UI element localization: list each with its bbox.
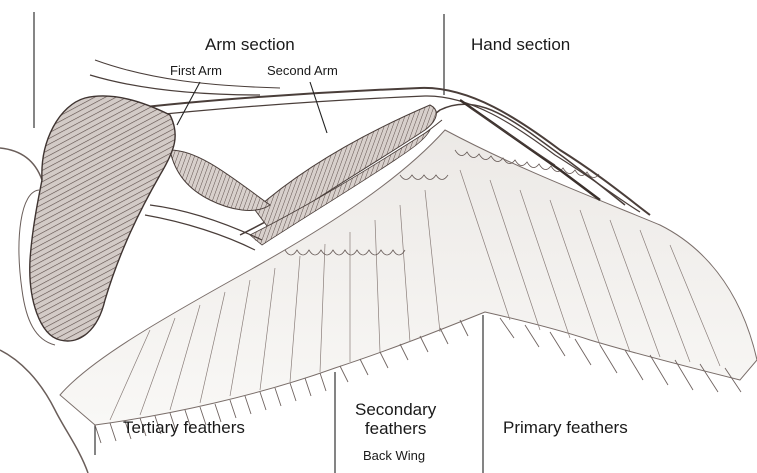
first-arm-label: First Arm — [170, 63, 222, 78]
arm-section-label: Arm section — [205, 35, 295, 55]
second-arm-pointer — [310, 82, 327, 133]
shoulder-muscle — [30, 96, 175, 341]
first-arm-tendon — [145, 205, 262, 250]
second-arm-label: Second Arm — [267, 63, 338, 78]
primary-feathers-label: Primary feathers — [503, 418, 628, 438]
feather-area — [60, 130, 757, 443]
secondary-feathers-label: Secondary feathers — [355, 400, 436, 438]
first-arm-muscle — [170, 150, 270, 210]
secondary-feathers-line1: Secondary — [355, 400, 436, 419]
feather-mass — [60, 130, 757, 425]
secondary-feathers-line2: feathers — [355, 419, 436, 438]
tertiary-feathers-label: Tertiary feathers — [123, 418, 245, 438]
hand-section-label: Hand section — [471, 35, 570, 55]
back-wing-label: Back Wing — [363, 448, 425, 463]
